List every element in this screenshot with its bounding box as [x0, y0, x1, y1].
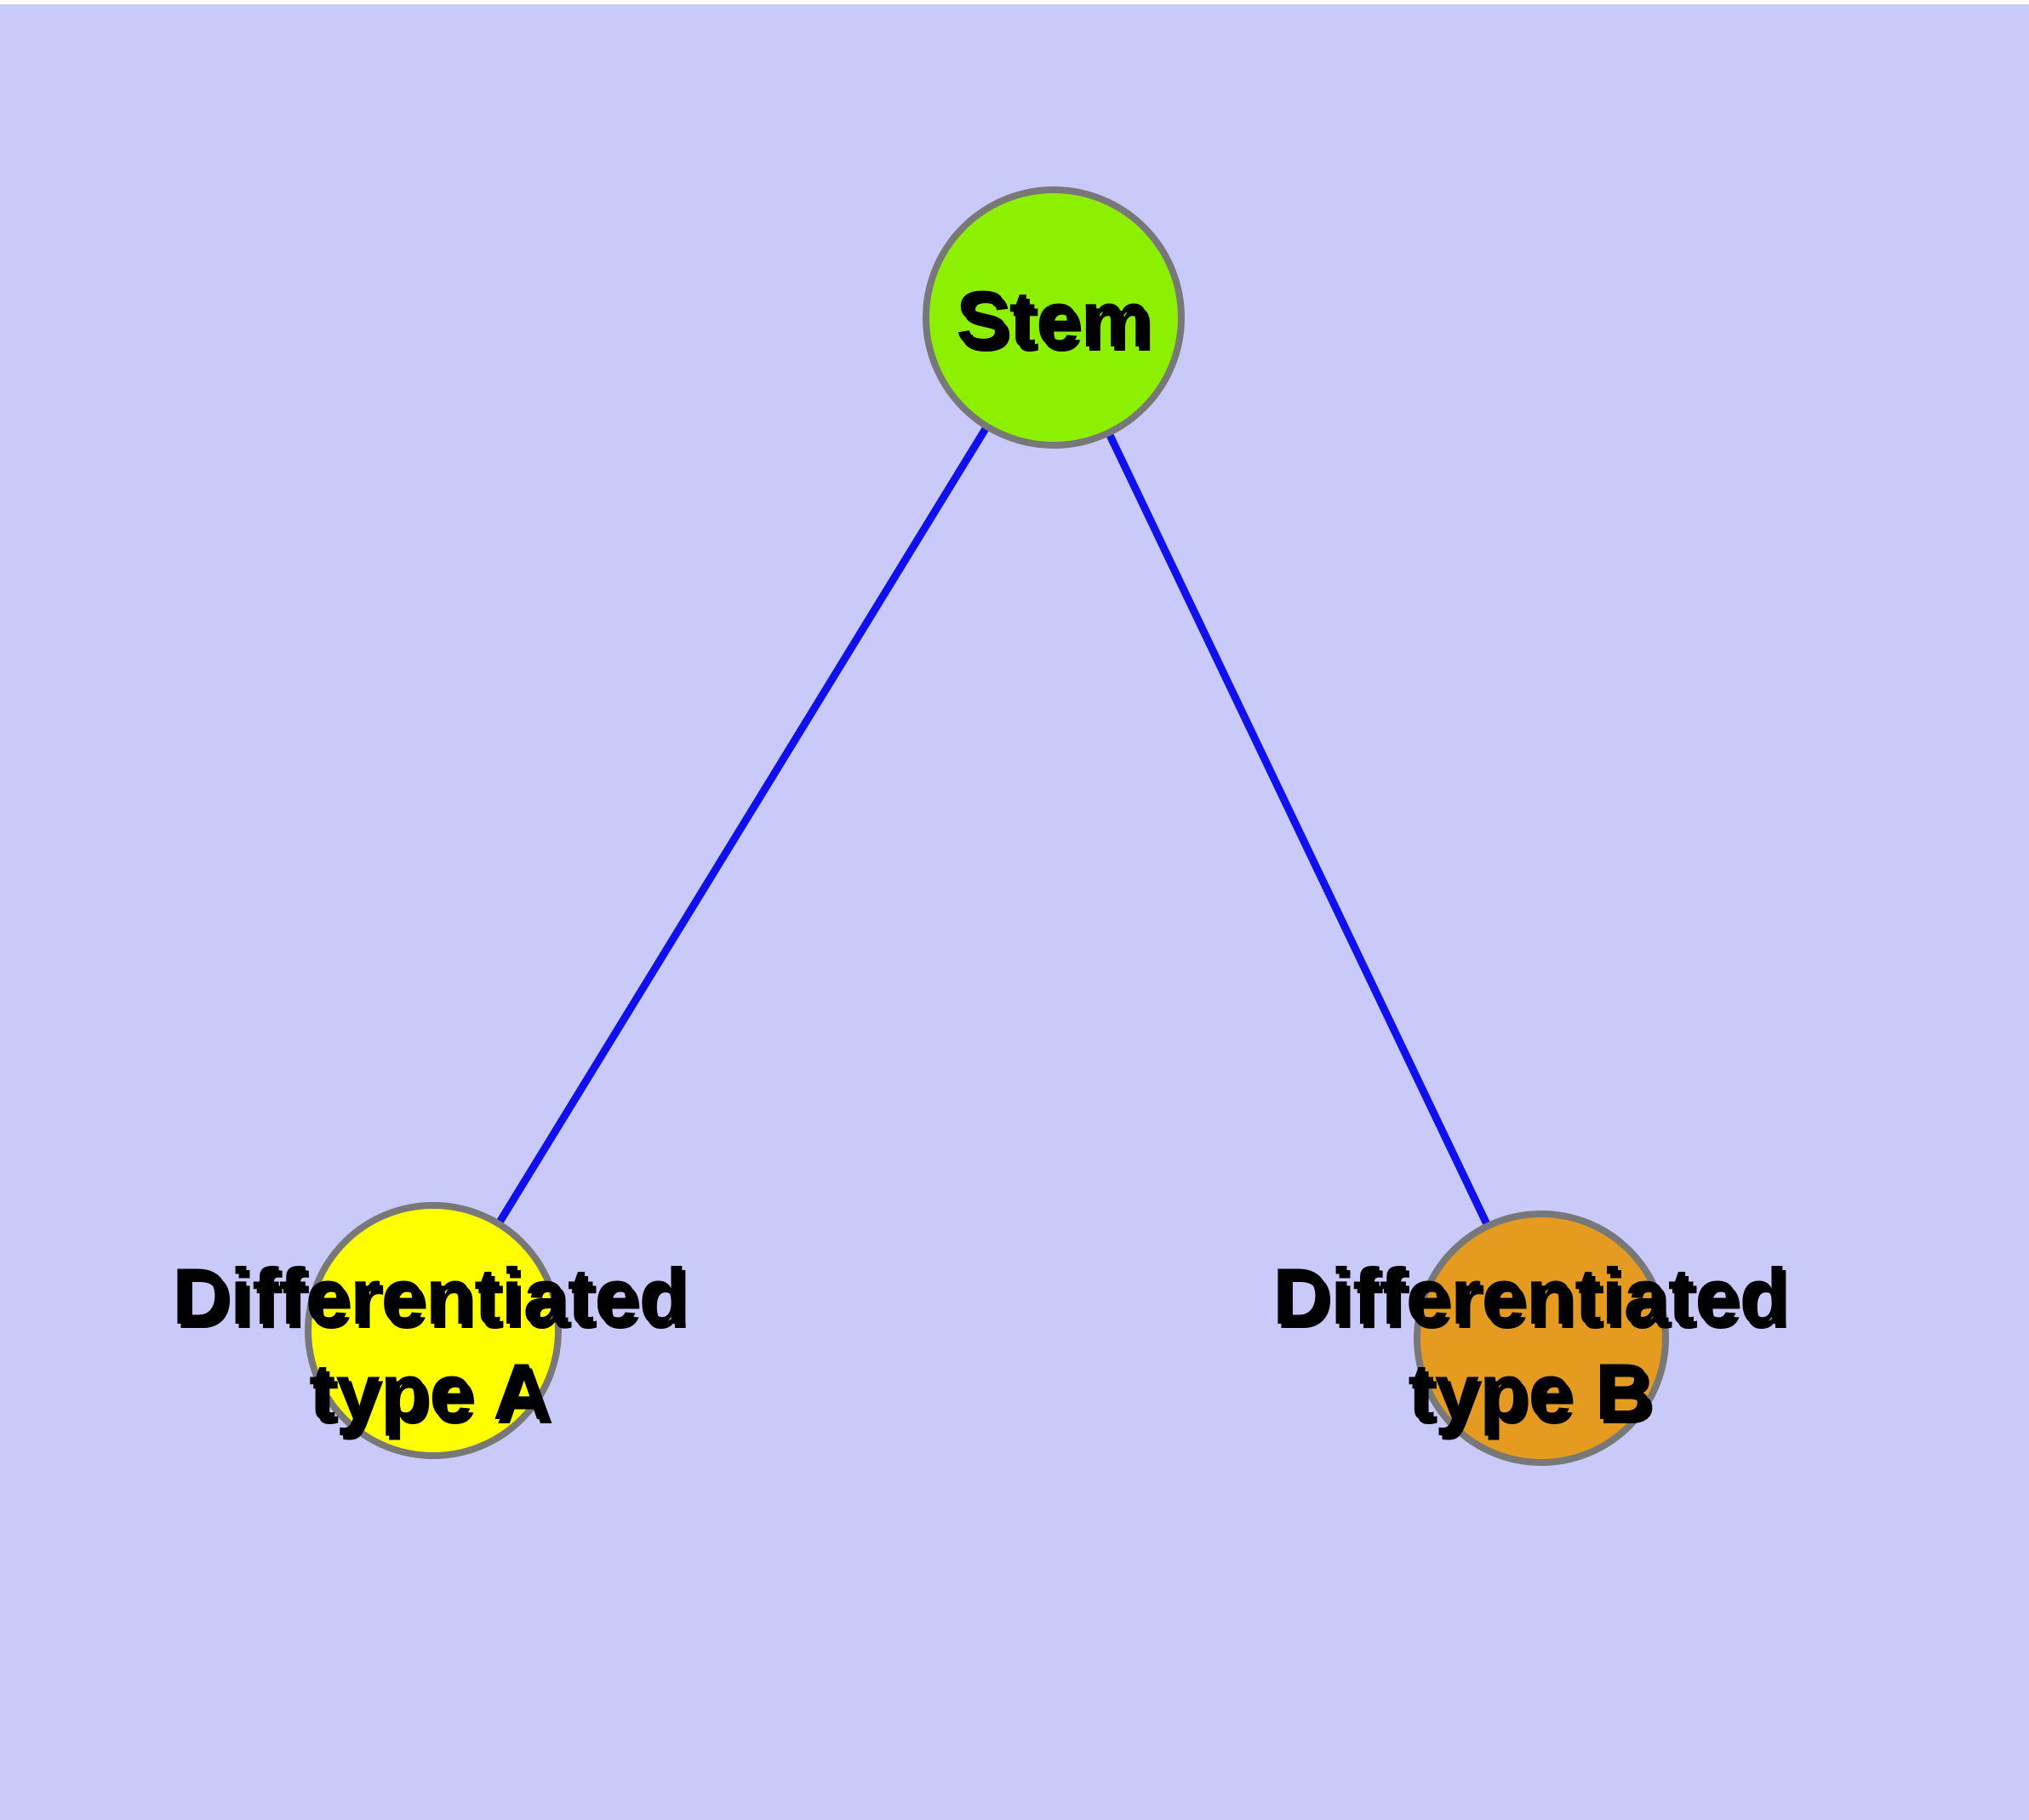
node-stem-label-shadow: Stem	[959, 278, 1155, 368]
node-type-a-label-shadow-line2: type A	[312, 1351, 554, 1440]
node-type-a	[305, 1202, 562, 1459]
node-type-a-label-shadow-line1: Differentiated	[175, 1256, 691, 1345]
edge-stem-to-type-a	[429, 313, 1058, 1335]
node-type-b-label-shadow-line2: type B	[1411, 1351, 1655, 1440]
node-stem-label: Stem	[956, 274, 1152, 363]
node-type-b-label-line1: Differentiated	[1272, 1251, 1788, 1341]
node-type-b	[1414, 1210, 1669, 1466]
edge-stem-to-type-b	[1049, 313, 1546, 1342]
node-type-b-label-line2: type B	[1408, 1347, 1652, 1436]
node-stem	[923, 186, 1185, 449]
node-type-a-label-line1: Differentiated	[172, 1251, 688, 1341]
node-type-b-label-shadow-line1: Differentiated	[1276, 1256, 1792, 1345]
node-type-a-label-line2: type A	[309, 1347, 551, 1436]
